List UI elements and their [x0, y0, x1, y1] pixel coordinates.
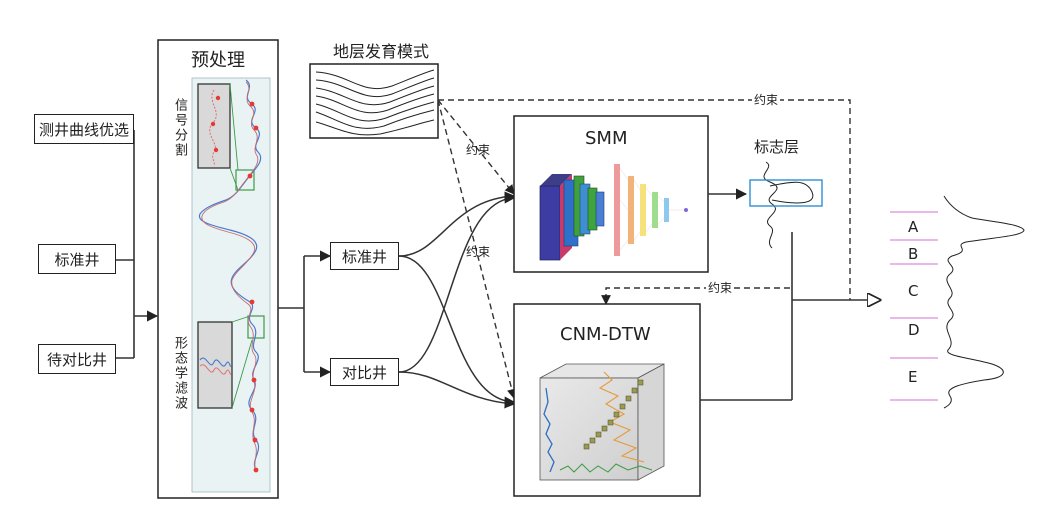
constraint-label-smm: 约束 — [466, 143, 491, 157]
curve-selection-box: 测井曲线优选 — [34, 114, 134, 144]
target-well-input-box: 待对比井 — [38, 344, 116, 374]
standard-well-label: 标准井 — [341, 247, 387, 266]
constraint-label-marker: 约束 — [706, 281, 735, 295]
curve-selection-label: 测井曲线优选 — [38, 120, 129, 139]
constraint-label-cnm: 约束 — [466, 245, 491, 259]
well-to-model-curves — [398, 191, 516, 409]
zone-b-label: B — [908, 245, 919, 263]
standard-well-box: 标准井 — [330, 242, 399, 270]
preprocess-title: 预处理 — [191, 50, 245, 71]
preprocess-outputs — [278, 250, 332, 378]
marker-layer-graphic — [749, 161, 823, 249]
marker-layer-title: 标志层 — [754, 138, 800, 156]
standard-well-input-label: 标准井 — [54, 250, 100, 269]
zone-c-label: C — [908, 282, 919, 300]
preprocess-split-points — [247, 101, 259, 473]
smm-network-graphic — [539, 164, 688, 261]
preprocess-log-curve-filtered — [201, 81, 259, 473]
result-log-curve — [943, 195, 1025, 409]
standard-well-input-box: 标准井 — [38, 244, 116, 274]
zone-e-label: E — [908, 368, 918, 386]
marker-to-result-lines — [791, 232, 880, 400]
morph-filter-inset — [197, 315, 265, 409]
cnm-dtw-cube-graphic — [539, 363, 665, 481]
signal-split-inset — [197, 83, 255, 191]
compare-well-label: 对比井 — [341, 363, 387, 382]
constraint-label-top: 约束 — [752, 93, 781, 107]
input-connectors — [116, 130, 159, 359]
morph-filter-label: 形态学滤波 — [172, 336, 187, 411]
zone-d-label: D — [908, 321, 920, 339]
result-zone-lines — [890, 211, 938, 401]
cnm-dtw-title: CNM-DTW — [560, 324, 651, 345]
strata-pattern-title: 地层发育模式 — [333, 42, 430, 61]
compare-well-box: 对比井 — [330, 358, 399, 386]
signal-split-label: 信号分割 — [172, 98, 187, 158]
target-well-input-label: 待对比井 — [46, 350, 107, 369]
strata-pattern-lines — [315, 69, 435, 136]
smm-title: SMM — [585, 128, 628, 149]
zone-a-label: A — [908, 218, 919, 236]
